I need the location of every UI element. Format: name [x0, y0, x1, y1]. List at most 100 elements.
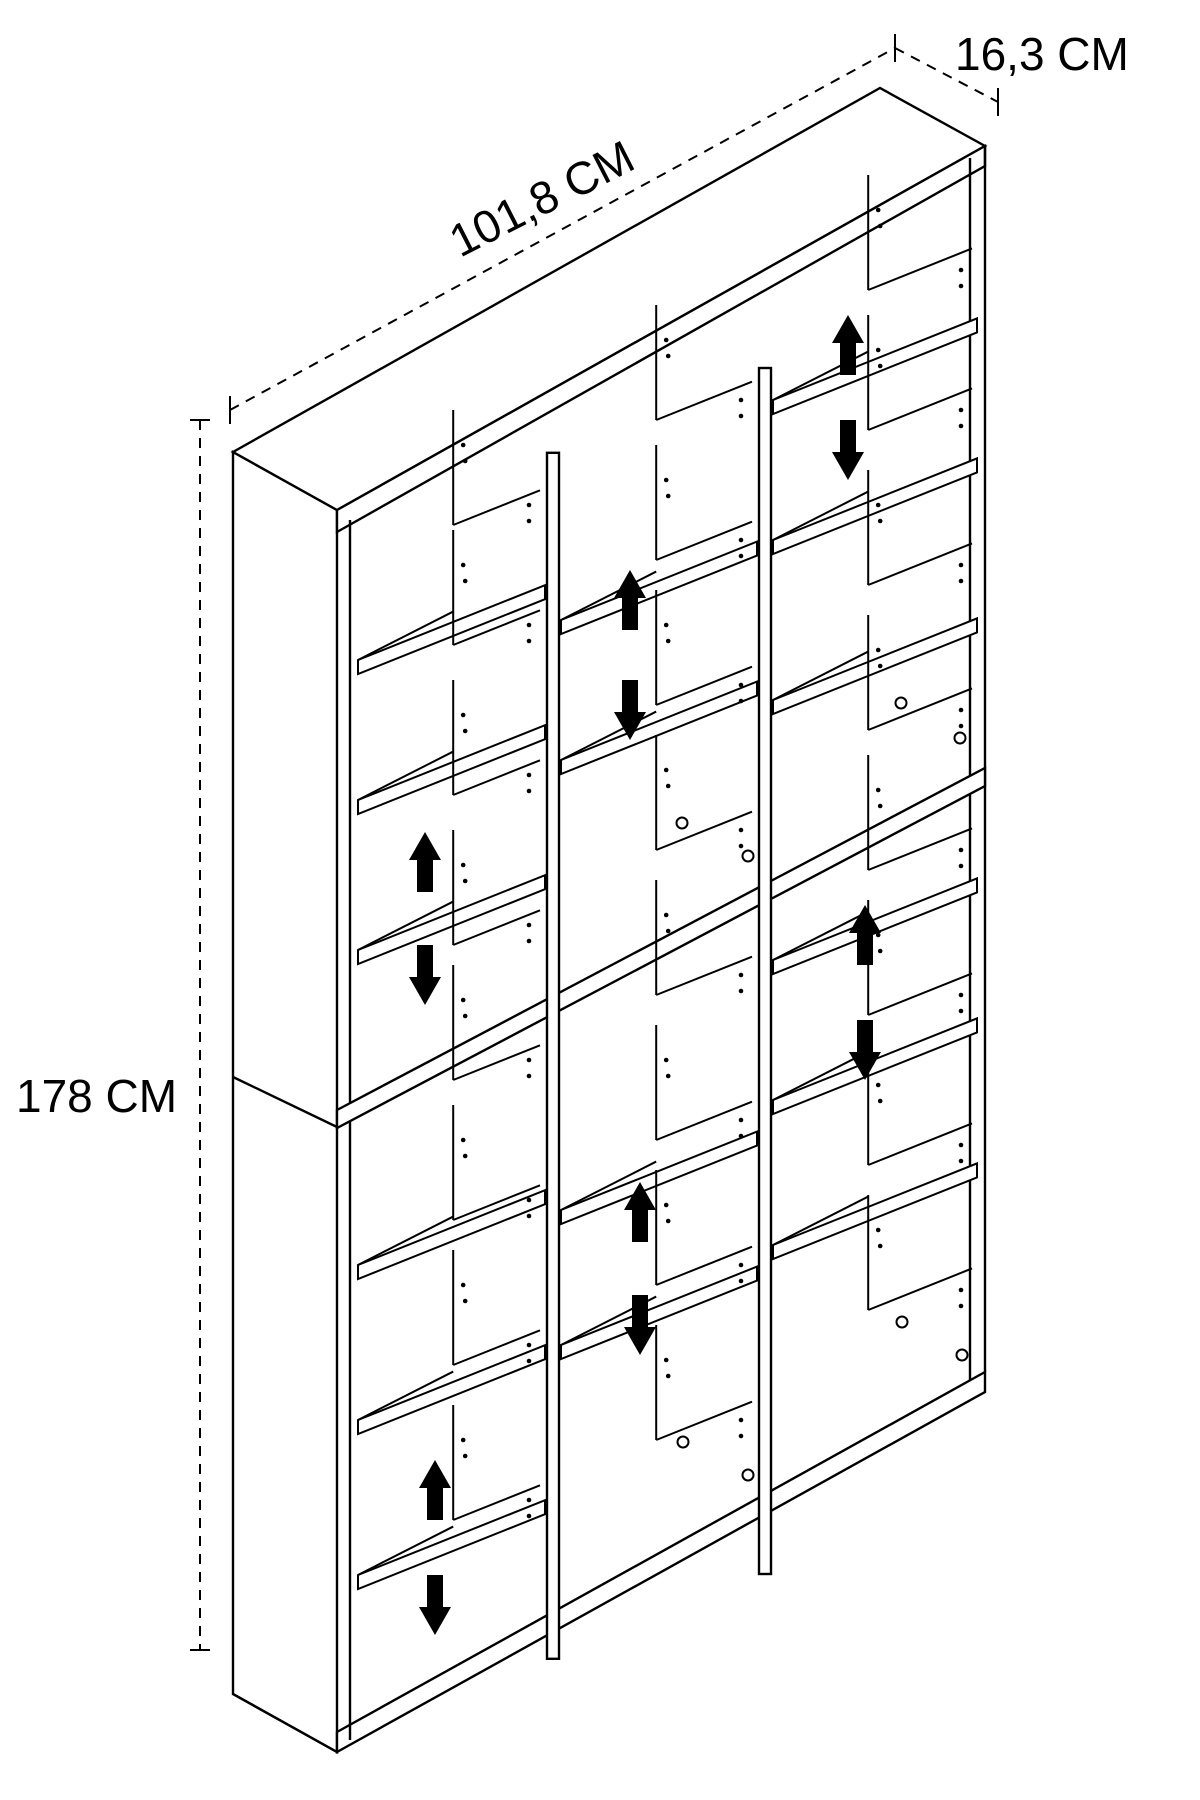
back-edge-line — [655, 380, 753, 421]
back-edge-line — [452, 759, 541, 796]
pin-hole — [958, 1142, 964, 1148]
pin-hole — [526, 1358, 532, 1364]
pin-hole — [665, 1218, 671, 1224]
arrow-up-icon — [849, 905, 881, 965]
shelf-c3-1 — [772, 316, 978, 416]
shelf-depth-edge — [772, 910, 869, 961]
pin-hole — [958, 847, 964, 853]
back-edge-line — [867, 687, 973, 731]
pin-hole — [877, 663, 883, 669]
pin-hole — [665, 353, 671, 359]
pin-hole — [738, 537, 744, 543]
shelf-c3-2 — [772, 456, 978, 556]
back-edge-line — [867, 387, 973, 431]
back-edge-line — [452, 609, 541, 646]
pin-hole — [738, 1278, 744, 1284]
pin-hole — [875, 502, 881, 508]
shelf-depth-edge — [357, 1215, 454, 1266]
pin-hole — [875, 932, 881, 938]
pin-hole — [665, 1073, 671, 1079]
arrow-down-icon — [614, 680, 646, 740]
back-edge-line — [452, 489, 541, 526]
back-edge-line — [655, 520, 753, 561]
back-edge-line — [867, 1122, 973, 1166]
pin-hole — [738, 988, 744, 994]
arrow-shape — [832, 420, 864, 480]
back-edge-line — [655, 1100, 753, 1141]
arrow-shape — [624, 1295, 656, 1355]
back-edge-line — [452, 1184, 541, 1221]
back-edge-line — [867, 542, 973, 586]
pin-hole — [663, 622, 669, 628]
pin-hole — [462, 578, 468, 584]
arrow-down-icon — [409, 945, 441, 1005]
pin-hole — [460, 1282, 466, 1288]
shelf-c2-4 — [560, 1265, 758, 1361]
pin-hole — [738, 698, 744, 704]
pin-hole — [958, 1158, 964, 1164]
pin-hole — [958, 1008, 964, 1014]
shelf-depth-edge — [357, 750, 454, 801]
pin-hole — [526, 622, 532, 628]
shelf-c1-5 — [357, 1343, 546, 1436]
depth-label: 16,3 CM — [955, 28, 1129, 80]
arrow-up-icon — [614, 570, 646, 630]
pin-hole — [738, 1262, 744, 1268]
pin-hole — [526, 772, 532, 778]
pin-hole — [738, 1133, 744, 1139]
shelf-c1-4 — [357, 1188, 546, 1281]
pin-hole — [738, 1417, 744, 1423]
pin-hole — [877, 363, 883, 369]
arrow-down-icon — [419, 1575, 451, 1635]
pin-hole — [958, 1303, 964, 1309]
back-edge-line — [452, 1044, 541, 1081]
back-edge-line — [452, 1484, 541, 1521]
arrow-up-icon — [419, 1460, 451, 1520]
arrow-shape — [624, 1182, 656, 1242]
pin-hole — [526, 938, 532, 944]
shelf-depth-edge — [357, 1370, 454, 1421]
back-edge-line — [452, 1329, 541, 1366]
module-joint-side — [232, 1075, 338, 1129]
pin-hole — [738, 843, 744, 849]
bottom-side-edge — [232, 1692, 338, 1754]
pin-hole — [738, 1433, 744, 1439]
arrow-shape — [419, 1575, 451, 1635]
pin-hole — [663, 337, 669, 343]
pin-hole — [526, 922, 532, 928]
divider-2 — [757, 366, 773, 1576]
pin-hole — [875, 347, 881, 353]
pin-hole — [875, 207, 881, 213]
shelf-depth-edge — [772, 650, 869, 701]
pin-hole — [958, 283, 964, 289]
back-edge-line — [867, 972, 973, 1016]
bookcase-body — [230, 86, 988, 1755]
pin-hole — [738, 972, 744, 978]
divider-1 — [545, 451, 561, 1660]
pin-hole — [958, 1287, 964, 1293]
cam-hole — [894, 696, 908, 710]
width-dimension-line — [229, 47, 896, 411]
pin-hole — [462, 458, 468, 464]
back-edge-line — [655, 1400, 753, 1441]
cam-hole — [741, 1468, 755, 1482]
pin-hole — [875, 1227, 881, 1233]
shelf-c1-6 — [357, 1498, 546, 1591]
pin-hole — [462, 1453, 468, 1459]
shelf-c3-5 — [772, 1016, 978, 1116]
pin-hole — [877, 803, 883, 809]
pin-hole — [958, 723, 964, 729]
pin-hole — [875, 647, 881, 653]
shelf-c3-6 — [772, 1161, 978, 1261]
pin-hole — [663, 477, 669, 483]
shelf-depth-edge — [772, 490, 869, 541]
pin-hole — [526, 1057, 532, 1063]
pin-hole — [526, 1342, 532, 1348]
pin-hole — [526, 1073, 532, 1079]
cam-hole — [675, 816, 689, 830]
shelf-depth-edge — [357, 1525, 454, 1576]
pin-hole — [877, 1243, 883, 1249]
cam-hole — [676, 1435, 690, 1449]
pin-hole — [875, 787, 881, 793]
